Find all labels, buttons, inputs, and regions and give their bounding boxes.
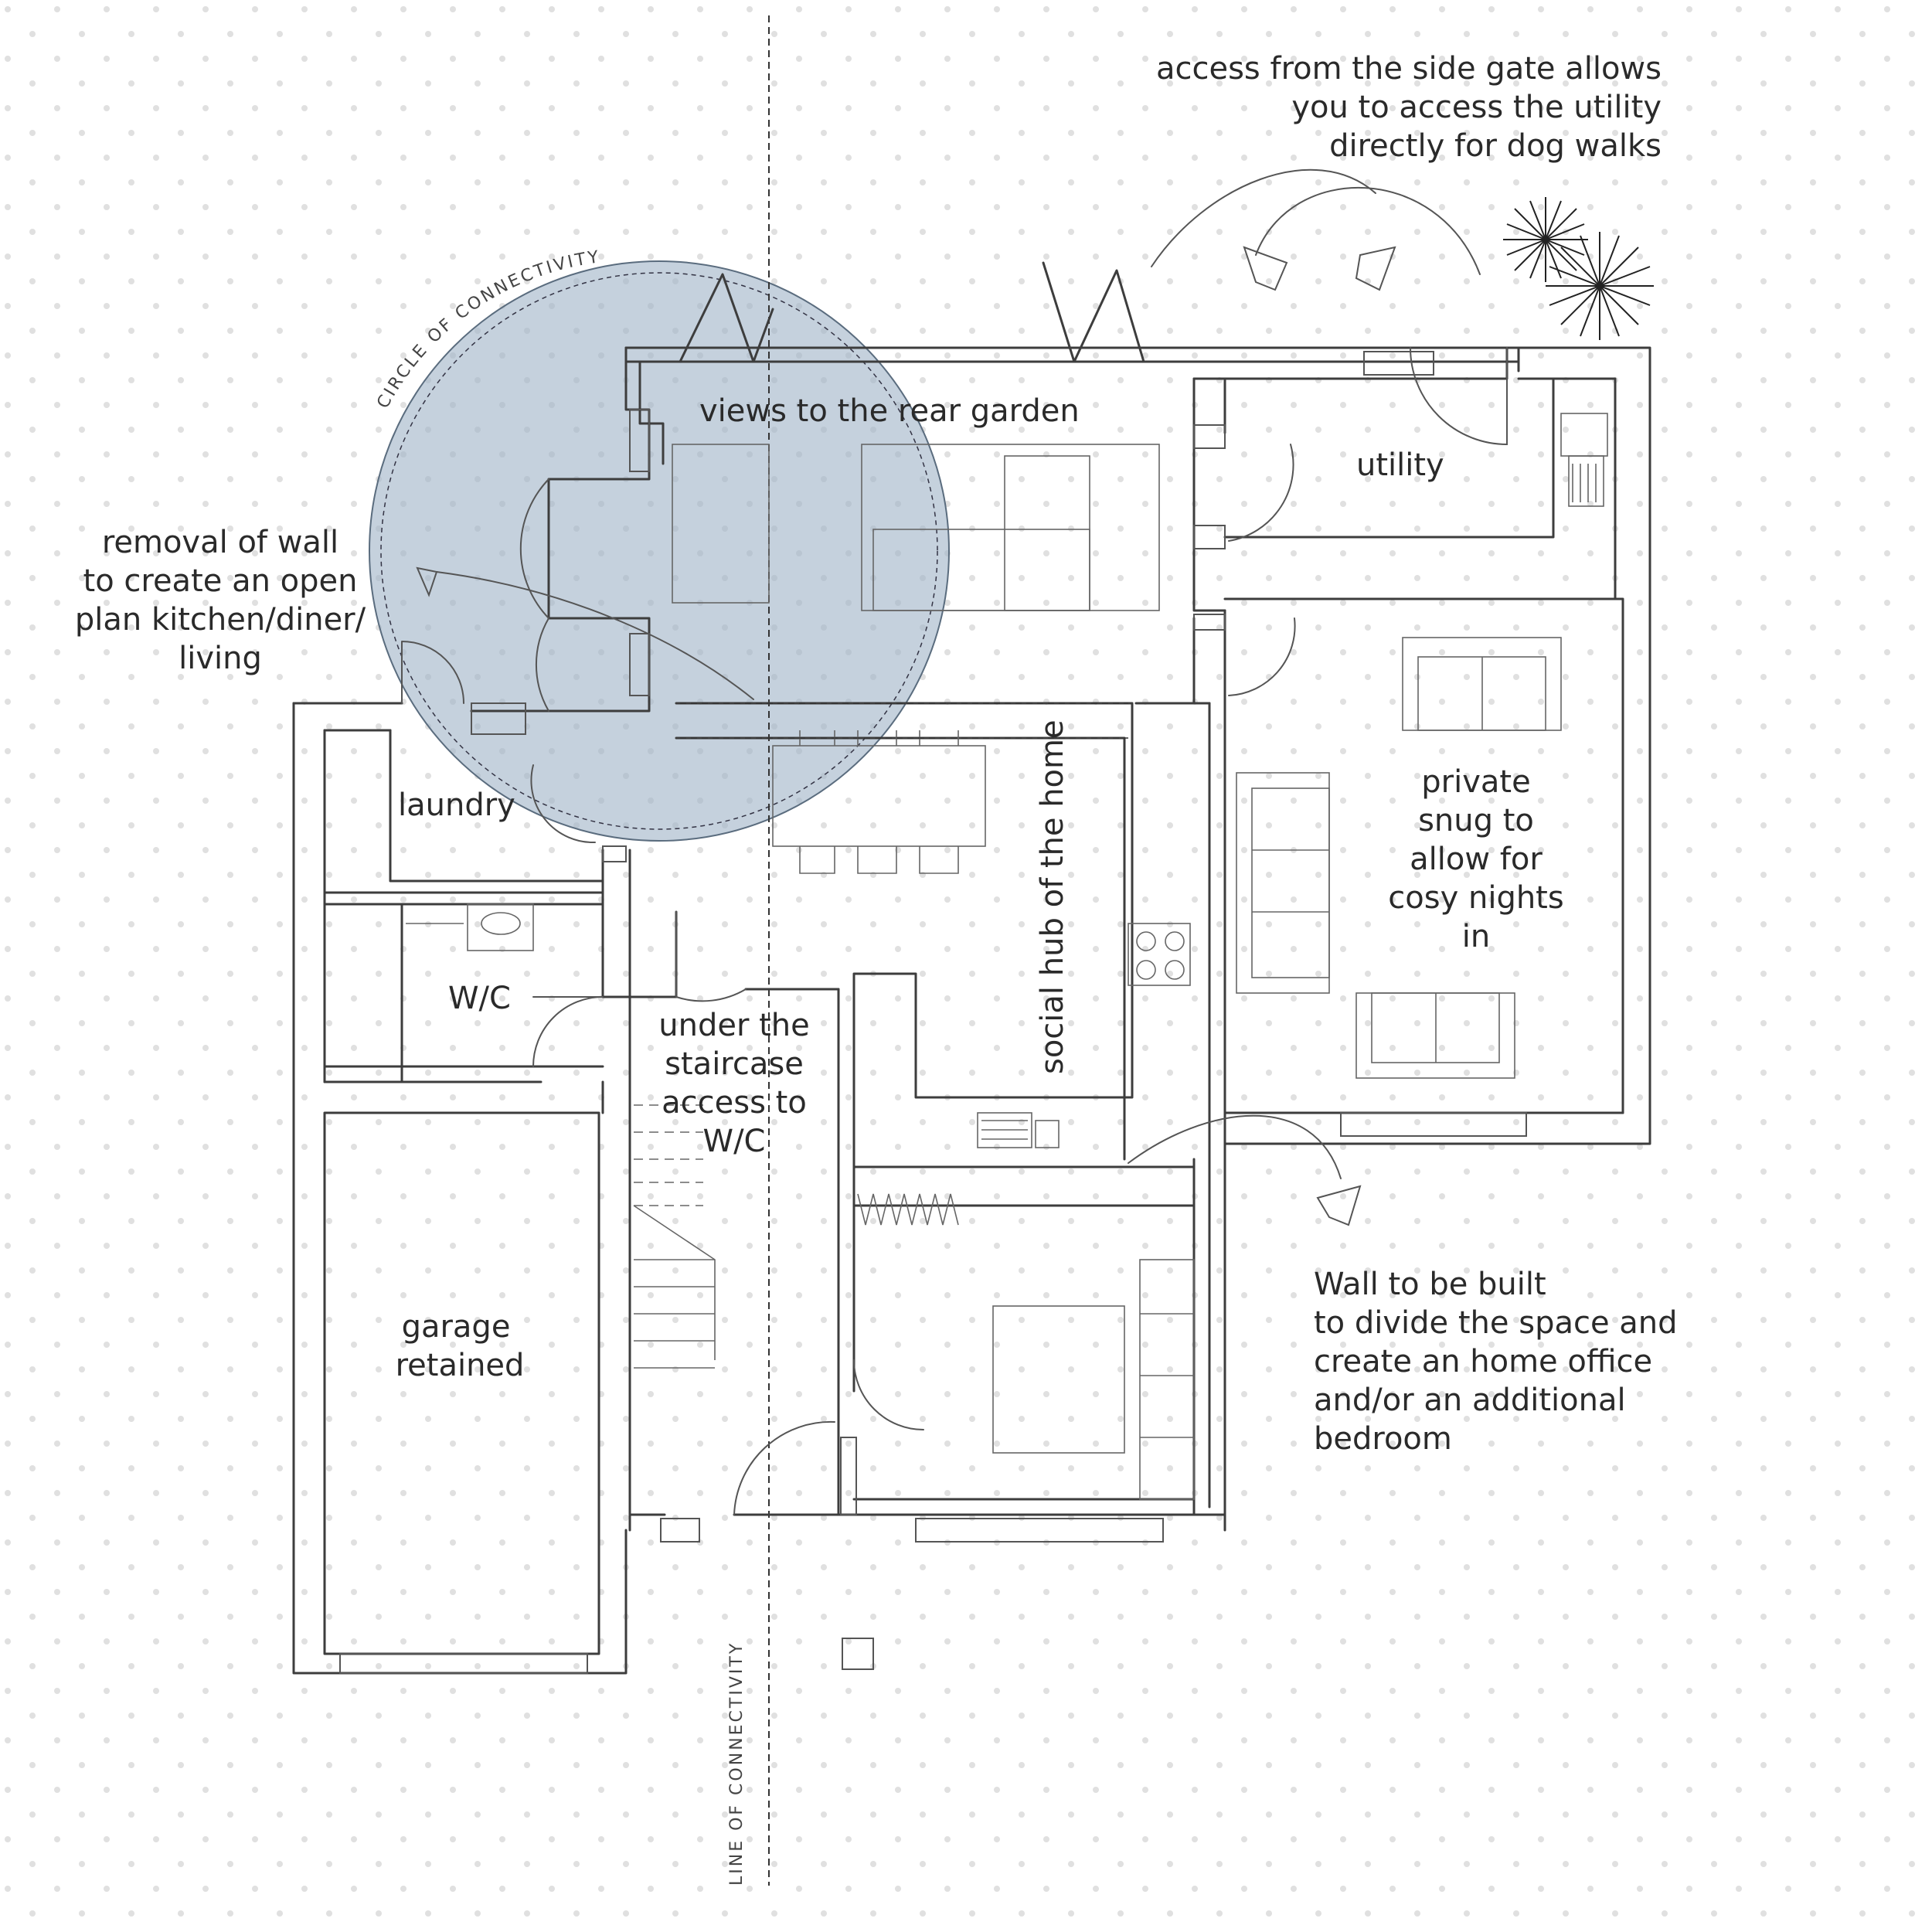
windows [339,351,1527,1674]
line-of-connectivity: LINE OF CONNECTIVITY [727,15,770,1886]
room-label-views: views to the rear garden [699,393,1080,429]
svg-text:removal of wall: removal of wall [102,525,338,560]
room-label-laundry: laundry [398,787,515,823]
svg-text:allow for: allow for [1410,842,1543,877]
room-label-stair: under the staircase access to W/C [658,1008,810,1159]
eye-icon [1355,246,1396,291]
svg-text:create an home office: create an home office [1314,1344,1652,1379]
circle-of-connectivity: CIRCLE OF CONNECTIVITY [369,247,950,842]
svg-text:retained: retained [396,1348,525,1383]
svg-text:and/or an additional: and/or an additional [1314,1383,1626,1418]
eye-icon [1316,1185,1362,1226]
line-label: LINE OF CONNECTIVITY [727,1641,747,1886]
kitchen-dashed-lines [680,702,1128,739]
door-swings [401,347,1508,1515]
new-wall-annotation: Wall to be built to divide the space and… [1314,1267,1678,1457]
removal-wall-annotation: removal of wall to create an open plan k… [75,525,366,676]
svg-text:living: living [179,641,262,676]
svg-text:in: in [1462,919,1490,954]
svg-text:you to access the utility: you to access the utility [1291,90,1662,125]
svg-text:access to: access to [662,1085,807,1121]
svg-text:plan kitchen/diner/: plan kitchen/diner/ [75,602,366,638]
svg-text:W/C: W/C [703,1124,766,1159]
svg-text:directly for dog walks: directly for dog walks [1329,128,1662,164]
room-label-snug: private snug to allow for cosy nights in [1388,764,1563,954]
shrub-icon [1503,197,1654,340]
svg-text:cosy nights: cosy nights [1388,880,1563,916]
eye-icon [416,566,438,597]
eye-icon [1243,246,1288,291]
svg-text:staircase: staircase [665,1046,804,1082]
svg-text:to divide the space and: to divide the space and [1314,1305,1678,1341]
room-label-garage: garage retained [396,1309,525,1383]
side-gate-annotation: access from the side gate allows you to … [1156,51,1662,164]
svg-text:garage: garage [402,1309,511,1345]
annotation-arrows [416,168,1481,1226]
room-label-wc: W/C [448,981,511,1016]
svg-text:bedroom: bedroom [1314,1421,1452,1457]
svg-text:Wall to be built: Wall to be built [1314,1267,1546,1302]
svg-text:to create an open: to create an open [83,563,358,599]
svg-text:under the: under the [658,1008,810,1043]
svg-text:private: private [1421,764,1530,800]
room-label-social-hub: social hub of the home [1035,719,1070,1074]
svg-text:snug to: snug to [1418,803,1534,838]
room-label-utility: utility [1356,447,1444,483]
svg-text:access from the side gate allo: access from the side gate allows [1156,51,1662,87]
bifold-doors [679,261,1145,363]
furniture [406,413,1608,1500]
